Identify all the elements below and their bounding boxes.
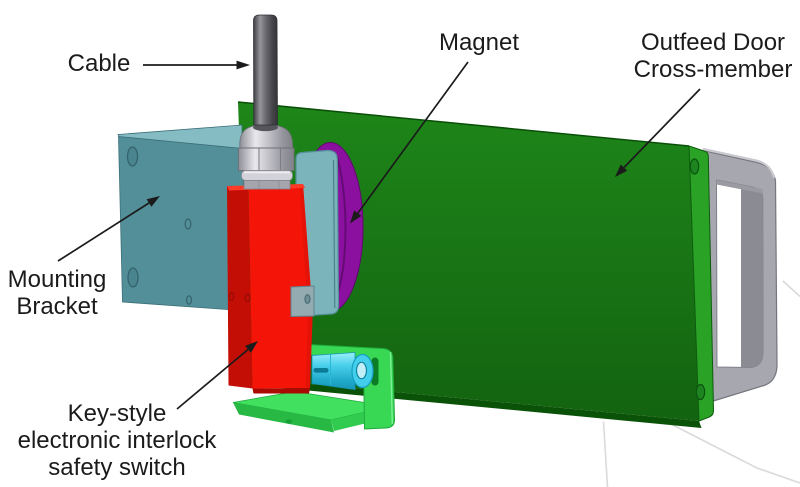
label-magnet: Magnet <box>438 29 520 56</box>
safety-switch-body <box>227 184 315 394</box>
switch-side-tab-hole <box>304 294 311 304</box>
plate-pin-hole-lower <box>186 295 193 305</box>
outfeed-arrow <box>615 88 701 177</box>
label-mounting-bracket: Mounting Bracket <box>7 266 107 320</box>
interlock-key <box>311 352 374 390</box>
magnet-arrow <box>350 61 469 224</box>
label-safety-switch: Key-style electronic interlock safety sw… <box>17 400 217 481</box>
switch-arrow <box>176 341 258 410</box>
cable-gland <box>238 123 295 190</box>
cable-cylinder <box>253 14 278 126</box>
mounting-arrow <box>57 196 160 262</box>
plate-hole-bottom <box>127 267 139 288</box>
door-handle <box>702 147 778 404</box>
switch-side-tab <box>290 285 315 318</box>
end-face-hole-top <box>689 158 700 175</box>
end-face-hole-bottom <box>695 383 706 401</box>
switch-screw-right <box>244 293 251 303</box>
mounting-bracket-plate <box>117 124 249 312</box>
cross-member-end-face <box>688 145 715 422</box>
key-bracket-hole <box>285 419 293 424</box>
switch-screw-left <box>228 291 235 302</box>
cable-arrow <box>143 60 250 70</box>
label-cable: Cable <box>67 50 131 77</box>
key-bracket-slot <box>371 357 379 386</box>
hidden-edge-lines <box>602 280 800 487</box>
plate-pin-hole-upper <box>184 218 192 230</box>
label-outfeed-door: Outfeed Door Cross-member <box>633 29 793 83</box>
key-tab-slot <box>313 368 329 373</box>
callout-arrows <box>57 60 701 410</box>
plate-hole-top <box>126 146 139 167</box>
key-end-hole <box>355 361 368 380</box>
